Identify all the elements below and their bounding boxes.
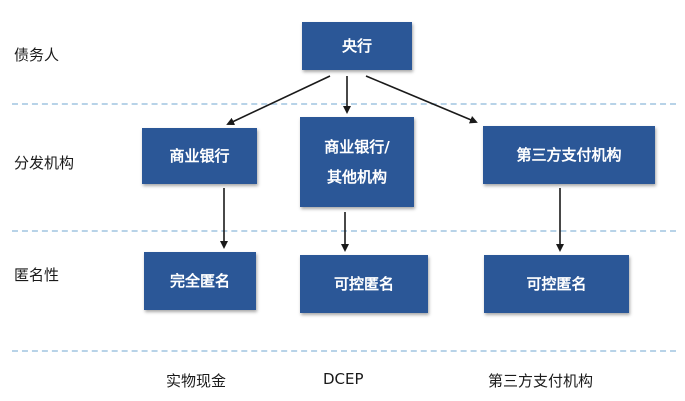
row-label-distribution: 分发机构 [14,154,75,172]
node-third-party-label: 第三方支付机构 [516,146,622,164]
footer-physical-cash: 实物现金 [166,372,227,390]
node-commercial-bank: 商业银行 [142,128,257,184]
divider-3 [12,350,676,352]
node-central-bank-label: 央行 [341,37,372,55]
footer-third-party: 第三方支付机构 [488,372,594,390]
node-controllable-1: 可控匿名 [300,255,428,313]
arrow-central-to-commercial [226,75,331,126]
row-label-debtor: 债务人 [14,46,60,64]
row-label-anonymity: 匿名性 [14,266,60,284]
node-commercial-other: 商业银行/ 其他机构 [300,117,414,207]
node-commercial-other-label: 商业银行/ 其他机构 [324,138,390,186]
divider-2 [12,230,676,232]
divider-1 [12,103,676,105]
node-central-bank: 央行 [302,22,412,70]
node-controllable-2: 可控匿名 [484,255,629,313]
node-third-party: 第三方支付机构 [483,126,655,184]
arrow-central-to-third-party [365,75,478,124]
node-controllable-2-label: 可控匿名 [526,275,587,293]
node-controllable-1-label: 可控匿名 [333,275,394,293]
node-commercial-bank-label: 商业银行 [169,147,230,165]
node-fully-anonymous: 完全匿名 [144,252,256,310]
footer-dcep: DCEP [323,370,364,388]
node-fully-anonymous-label: 完全匿名 [169,272,230,290]
